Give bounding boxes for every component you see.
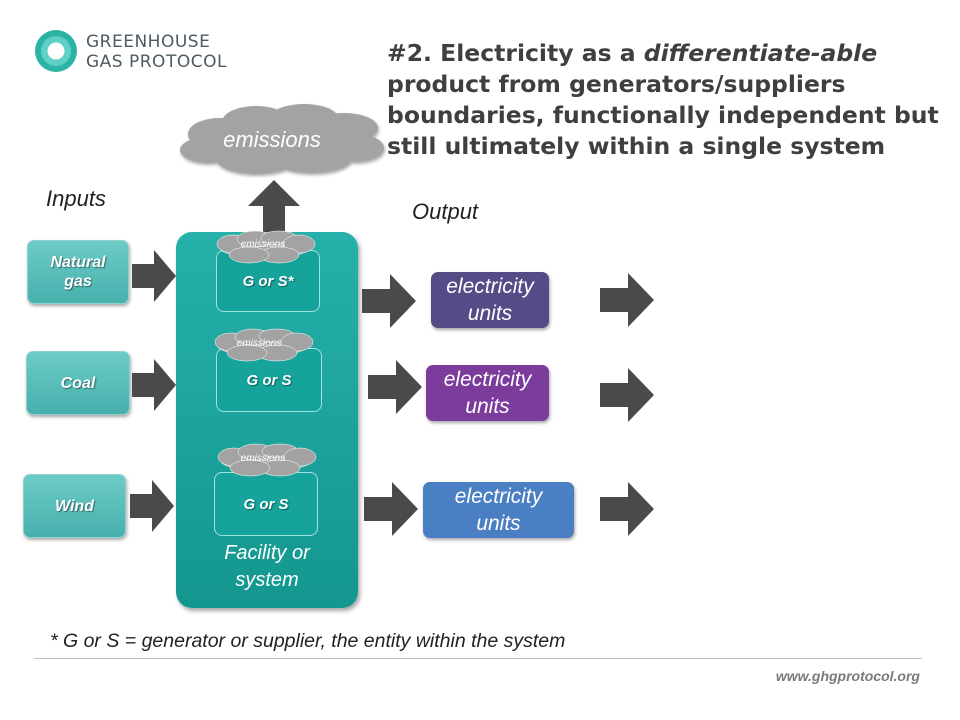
arrow-right-icon [600,482,654,536]
output-label: Output [412,199,479,224]
title-line1-prefix: #2. Electricity as a [387,39,644,67]
arrow-right-icon [362,274,416,328]
top-emissions-label: emissions [223,127,321,152]
title-line2: product from generators/suppliers [387,70,846,98]
facility-label: Facility or system [224,542,310,591]
arrow-right-icon [130,480,174,532]
ghg-logo-icon [35,30,77,72]
top-emissions-cloud-icon [180,104,384,174]
slide-title: #2. Electricity as a differentiate-able … [387,38,939,162]
inputs-label: Inputs [46,186,106,211]
footer-url: www.ghgprotocol.org [775,668,920,684]
title-line1-emph: differentiate-able [643,39,878,67]
footer-divider [34,658,922,659]
arrow-right-icon [132,250,176,302]
footnote: * G or S = generator or supplier, the en… [50,630,566,652]
arrow-right-icon [600,368,654,422]
arrow-right-icon [368,360,422,414]
emissions-cloud-icon [216,230,316,264]
title-line4: still ultimately within a single system [387,132,886,160]
arrow-right-icon [132,359,176,411]
input-wind: Wind [23,474,126,538]
arrow-right-icon [600,273,654,327]
title-line3: boundaries, functionally independent but [387,101,939,129]
input-coal: Coal [26,351,130,415]
entity-box-3: G or S [214,472,318,536]
logo-text: GREENHOUSE GAS PROTOCOL [86,32,227,72]
emissions-label-3: emissions [240,453,286,464]
arrow-up-icon [248,180,300,233]
emissions-cloud-icon [217,443,317,477]
logo-line2: GAS PROTOCOL [86,52,227,72]
logo-line1: GREENHOUSE [86,32,211,52]
emissions-cloud-icon [214,328,314,362]
emissions-label-2: emissions [236,338,282,349]
arrow-right-icon [364,482,418,536]
emissions-label-1: emissions [240,239,286,250]
